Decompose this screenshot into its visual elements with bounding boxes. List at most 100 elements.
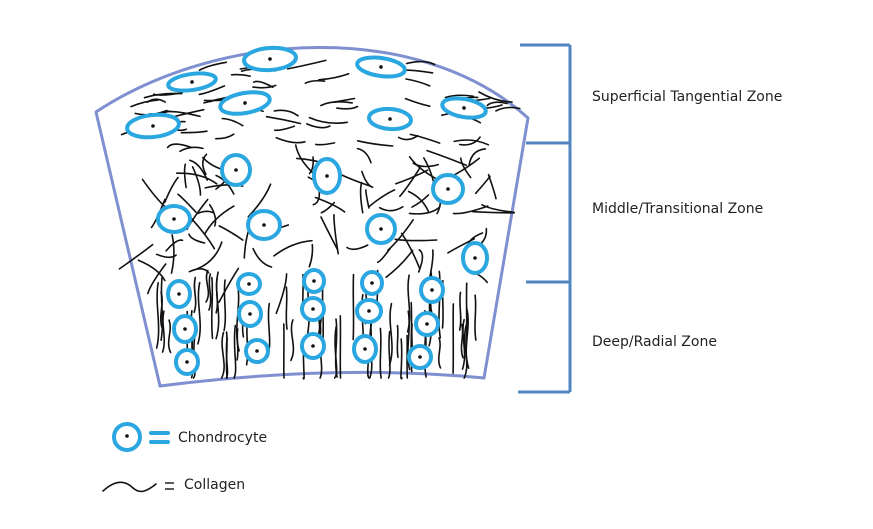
legend-chondrocyte-icon [112, 422, 142, 452]
collagen-fiber [478, 91, 513, 103]
collagen-fiber [308, 243, 314, 268]
chondrocyte-icon [367, 106, 413, 132]
collagen-fiber [166, 143, 192, 149]
collagen-fiber [191, 166, 202, 196]
chondrocyte-icon [461, 241, 489, 275]
chondrocyte-icon [407, 344, 433, 370]
collagen-fiber [314, 196, 346, 213]
collagen-fiber [474, 294, 477, 341]
collagen-fiber [163, 176, 179, 204]
collagen-fiber [361, 170, 374, 189]
collagen-fiber [376, 247, 391, 264]
legend-collagen-icon [102, 481, 157, 493]
collagen-fiber [155, 282, 160, 349]
collagen-fiber [221, 117, 244, 127]
collagen-fiber [495, 106, 521, 112]
collagen-fiber [333, 214, 339, 255]
collagen-fiber [334, 318, 338, 378]
collagen-fiber [356, 140, 394, 147]
collagen-fiber [202, 153, 208, 175]
collagen-fiber [203, 205, 235, 236]
collagen-fiber [223, 279, 227, 332]
collagen-fiber [143, 92, 183, 99]
collagen-fiber [304, 79, 326, 84]
collagen-fiber [159, 291, 164, 331]
collagen-fiber [247, 183, 272, 218]
collagen-fiber [378, 206, 404, 212]
collagen-fiber [130, 99, 160, 108]
chondrocyte-icon [156, 204, 192, 234]
collagen-fiber [137, 259, 166, 282]
collagen-fiber [474, 175, 491, 195]
collagen-fiber [387, 330, 391, 379]
collagen-fiber [183, 163, 187, 189]
collagen-fiber [406, 274, 411, 333]
chondrocyte-icon [125, 112, 181, 140]
collagen-fiber [399, 166, 422, 198]
collagen-fiber [385, 249, 414, 278]
chondrocyte-icon [355, 298, 383, 324]
collagen-fiber [315, 142, 336, 146]
collagen-fiber [339, 173, 372, 187]
collagen-fiber [118, 243, 154, 270]
collagen-fiber [275, 136, 306, 144]
cartilage-section-outline [94, 46, 530, 388]
collagen-fiber [285, 286, 288, 330]
chondrocyte-icon [352, 334, 378, 364]
collagen-fiber [146, 98, 166, 103]
collagen-fiber [472, 210, 515, 214]
collagen-fiber [346, 244, 369, 251]
collagen-fiber [220, 331, 225, 379]
collagen-fiber [170, 234, 175, 274]
collagen-fiber [396, 324, 399, 358]
legend-equals-icon [149, 431, 170, 444]
chondrocyte-icon [355, 55, 407, 79]
collagen-fiber [180, 130, 208, 134]
chondrocyte-icon [218, 90, 272, 116]
zone-label-middle: Middle/Transitional Zone [592, 201, 764, 217]
collagen-fiber [233, 324, 237, 379]
collagen-fiber [356, 147, 372, 164]
collagen-fiber [179, 146, 204, 153]
collagen-fiber [394, 238, 438, 242]
collagen-fiber [407, 190, 430, 213]
legend-collagen-label: Collagen [184, 477, 246, 493]
collagen-fiber [438, 270, 442, 339]
chondrocyte-icon [236, 272, 262, 296]
collagen-fiber [161, 310, 166, 353]
collagen-fiber [404, 97, 431, 107]
collagen-fiber [195, 241, 223, 270]
chondrocyte-icon [237, 300, 263, 328]
collagen-fiber [365, 189, 370, 209]
collagen-fiber [198, 85, 226, 96]
collagen-fiber [447, 238, 476, 254]
collagen-fiber [452, 205, 489, 215]
chondrocyte-icon [300, 332, 326, 360]
collagen-fiber [397, 134, 419, 141]
collagen-fiber [487, 173, 497, 200]
legend-collagen-equals-icon [165, 482, 174, 490]
collagen-fiber [417, 249, 424, 273]
chondrocyte-icon [312, 157, 342, 195]
collagen-fiber [444, 94, 475, 99]
collagen-fiber [294, 144, 316, 176]
chondrocyte-icon [300, 296, 326, 322]
collagen-fiber [155, 253, 177, 259]
collagen-fiber [208, 273, 212, 311]
collagen-fiber [205, 269, 210, 303]
collagen-fiber [408, 206, 441, 215]
chondrocyte-icon [440, 96, 488, 120]
collagen-fiber [460, 157, 472, 179]
collagen-fiber [290, 319, 295, 362]
chondrocyte-icon [244, 338, 270, 364]
collagen-fiber [198, 61, 228, 71]
collagen-fiber [468, 148, 487, 166]
collagen-fiber [177, 193, 197, 213]
chondrocyte-icon [431, 173, 465, 205]
collagen-fiber [166, 110, 201, 118]
collagen-fiber [409, 133, 441, 144]
collagen-fiber [306, 123, 331, 129]
collagen-fiber [411, 194, 430, 208]
chondrocyte-icon [166, 279, 192, 309]
